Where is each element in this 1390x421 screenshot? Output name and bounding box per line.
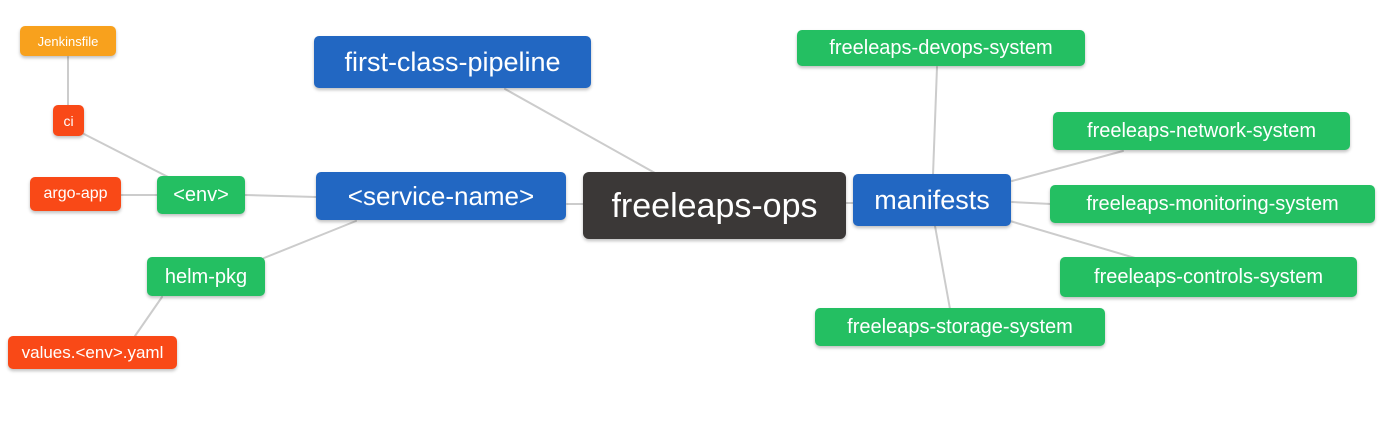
node-freeleaps-network-system[interactable]: freeleaps-network-system bbox=[1053, 112, 1350, 150]
node-freeleaps-ops[interactable]: freeleaps-ops bbox=[583, 172, 846, 239]
node-ci[interactable]: ci bbox=[53, 105, 84, 136]
node-service-name[interactable]: <service-name> bbox=[316, 172, 566, 220]
edge-manifests-monitoring bbox=[1011, 201, 1052, 205]
edge-manifests-controls bbox=[1009, 220, 1136, 259]
edge-manifests-devops bbox=[932, 66, 938, 176]
node-argo-app[interactable]: argo-app bbox=[30, 177, 121, 211]
edge-manifests-network bbox=[1011, 150, 1124, 182]
node-env[interactable]: <env> bbox=[157, 176, 245, 214]
node-jenkinsfile[interactable]: Jenkinsfile bbox=[20, 26, 116, 56]
node-freeleaps-devops-system[interactable]: freeleaps-devops-system bbox=[797, 30, 1085, 66]
edge-pipeline-root bbox=[504, 88, 656, 174]
edge-env-service-name bbox=[244, 194, 317, 198]
edge-helm-pkg-service-name bbox=[263, 220, 357, 259]
node-manifests[interactable]: manifests bbox=[853, 174, 1011, 226]
edge-manifests-storage bbox=[934, 225, 951, 310]
node-freeleaps-monitoring-system[interactable]: freeleaps-monitoring-system bbox=[1050, 185, 1375, 223]
edge-ci-env bbox=[83, 133, 173, 180]
node-helm-pkg[interactable]: helm-pkg bbox=[147, 257, 265, 296]
node-freeleaps-storage-system[interactable]: freeleaps-storage-system bbox=[815, 308, 1105, 346]
edge-values-helm-pkg bbox=[134, 296, 163, 337]
node-values-env-yaml[interactable]: values.<env>.yaml bbox=[8, 336, 177, 369]
node-first-class-pipeline[interactable]: first-class-pipeline bbox=[314, 36, 591, 88]
node-freeleaps-controls-system[interactable]: freeleaps-controls-system bbox=[1060, 257, 1357, 297]
